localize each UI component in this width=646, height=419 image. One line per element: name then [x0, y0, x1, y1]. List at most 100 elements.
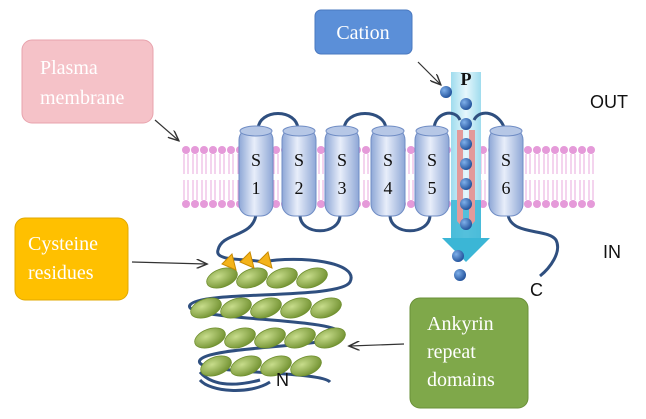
lipid-head — [362, 146, 370, 154]
helix-number: 2 — [295, 178, 304, 198]
helix-top — [371, 125, 405, 137]
cysteine-marker — [221, 253, 237, 271]
lipid-tail — [363, 154, 369, 174]
lipid-head — [533, 200, 541, 208]
lipid-tail — [210, 154, 216, 174]
lipid-tail — [561, 154, 567, 174]
lipid-head — [191, 200, 199, 208]
lipid-head — [227, 200, 235, 208]
cation-ion — [452, 250, 464, 262]
helix-top — [282, 125, 316, 137]
plasma-membrane-callout-box — [21, 39, 154, 124]
helix-number: 5 — [428, 178, 437, 198]
ankyrin-callout: Ankyrin repeat domains — [409, 297, 529, 409]
n-terminus-label: N — [276, 370, 289, 390]
cation-callout-box — [314, 9, 413, 55]
lipid-tail — [219, 154, 225, 174]
n-terminal-tail — [198, 378, 271, 392]
helix-segment: S5 — [414, 125, 450, 217]
pore-arrowhead — [442, 238, 490, 262]
helix-body — [488, 127, 524, 217]
lipid-tail — [201, 154, 207, 174]
cysteine-residues — [221, 251, 273, 271]
helix-top — [415, 125, 449, 137]
ankyrin-line3: domains — [427, 369, 495, 391]
loop-n-linker — [216, 214, 263, 264]
lipid-tail — [318, 180, 324, 200]
ankyrin-repeat — [314, 327, 346, 349]
cation-ion — [460, 98, 472, 110]
cysteine-callout-box — [14, 217, 129, 301]
ankyrin-repeat — [266, 267, 298, 289]
lipid-tail — [543, 154, 549, 174]
cation-ion — [440, 86, 452, 98]
lipid-tail — [192, 180, 198, 200]
lipid-head — [218, 146, 226, 154]
helix-letter: S — [427, 150, 437, 170]
helix-segment: S6 — [488, 125, 524, 217]
lipid-head — [200, 200, 208, 208]
helix-number: 3 — [338, 178, 347, 198]
helix-body — [370, 127, 406, 217]
ankyrin-repeat-domain — [188, 257, 353, 392]
ankyrin-repeat — [190, 297, 222, 319]
lipid-tail — [273, 180, 279, 200]
lipid-tail — [210, 180, 216, 200]
lipid-tail — [318, 154, 324, 174]
ankyrin-repeat — [250, 297, 282, 319]
helix-segment: S3 — [324, 125, 360, 217]
lipid-tail — [408, 180, 414, 200]
lipid-tail — [183, 154, 189, 174]
cation-pointer — [417, 61, 440, 84]
plasma-membrane-callout: Plasma membrane — [21, 39, 154, 124]
ankyrin-repeat — [224, 327, 256, 349]
cysteine-pointer — [131, 262, 206, 264]
lipid-head — [200, 146, 208, 154]
lipid-head — [182, 146, 190, 154]
lipid-head — [317, 146, 325, 154]
lipid-tail — [534, 180, 540, 200]
ankyrin-repeat — [236, 267, 268, 289]
ankyrin-repeat — [280, 297, 312, 319]
ankyrin-pointer — [350, 344, 405, 346]
lipid-tail — [228, 154, 234, 174]
lipid-tail — [480, 154, 486, 174]
lipid-tail — [201, 180, 207, 200]
lipid-head — [209, 200, 217, 208]
lipid-tail — [192, 154, 198, 174]
loop-s1-s2 — [256, 112, 300, 131]
helix-letter: S — [294, 150, 304, 170]
lipid-tail — [183, 180, 189, 200]
lipid-head — [407, 146, 415, 154]
lipid-head — [587, 146, 595, 154]
lipid-head — [362, 200, 370, 208]
helix-letter: S — [337, 150, 347, 170]
helix-letter: S — [383, 150, 393, 170]
cysteine-line1: Cysteine — [28, 233, 98, 255]
ankyrin-callout-box — [409, 297, 529, 409]
lipid-head — [578, 146, 586, 154]
ankyrin-backbone — [188, 257, 353, 386]
cysteine-callout: Cysteine residues — [14, 217, 129, 301]
lipid-tail — [579, 180, 585, 200]
lipid-tail — [552, 154, 558, 174]
plasma-membrane-pointer — [154, 119, 178, 140]
helix-letter: S — [251, 150, 261, 170]
lipid-head — [587, 200, 595, 208]
helix-body — [324, 127, 360, 217]
lipid-head — [407, 200, 415, 208]
lipid-tail — [219, 180, 225, 200]
lipid-tail — [534, 154, 540, 174]
cation-ion — [460, 158, 472, 170]
lipid-head — [542, 146, 550, 154]
ankyrin-repeat — [194, 327, 226, 349]
ankyrin-repeat — [200, 355, 232, 377]
in-region-label: IN — [603, 242, 621, 262]
lipid-head — [569, 200, 577, 208]
helix-number: 6 — [502, 178, 511, 198]
lipid-head — [218, 200, 226, 208]
lipid-tail — [552, 180, 558, 200]
ankyrin-repeat — [296, 267, 328, 289]
cation-callout-text: Cation — [336, 22, 389, 44]
lipid-head — [191, 146, 199, 154]
